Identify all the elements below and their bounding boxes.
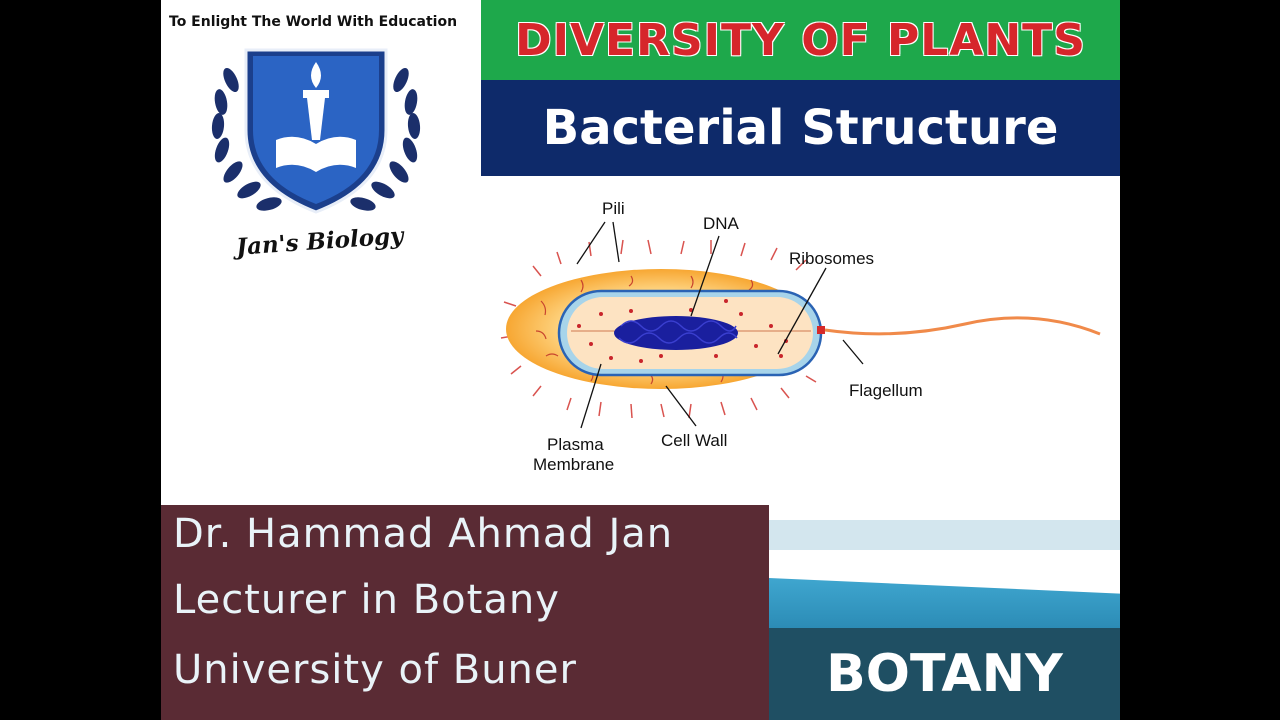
jans-biology-logo-emblem [211, 48, 421, 214]
decor-blue-wedge [769, 578, 1120, 630]
author-institution: University of Buner [173, 647, 577, 693]
label-plasma-membrane-line2: Membrane [533, 455, 614, 474]
label-flagellum: Flagellum [849, 381, 923, 400]
label-plasma-membrane-line1: Plasma [547, 435, 604, 454]
author-box: Dr. Hammad Ahmad Jan Lecturer in Botany … [161, 505, 769, 720]
subject-label: BOTANY [826, 644, 1063, 704]
torch-icon [303, 62, 329, 140]
book-icon [276, 136, 356, 172]
flagellum-shape [824, 316, 1101, 336]
tagline: To Enlight The World With Education [169, 14, 458, 30]
decor-stripe-light [769, 520, 1120, 550]
dna-shape [614, 316, 738, 350]
subject-band: BOTANY [769, 628, 1120, 720]
label-ribosomes: Ribosomes [789, 249, 874, 268]
bacterial-structure-diagram: Pili DNA Ribosomes Flagellum Plasma Memb… [500, 199, 1101, 474]
slide-subtitle: Bacterial Structure [542, 100, 1059, 156]
laurel-wreath-icon [211, 67, 421, 211]
title-band: DIVERSITY OF PLANTS [481, 0, 1120, 80]
slide-title: DIVERSITY OF PLANTS [515, 14, 1086, 66]
label-cell-wall: Cell Wall [661, 431, 727, 450]
label-dna: DNA [703, 214, 740, 233]
label-pili: Pili [602, 199, 625, 218]
logo-area: To Enlight The World With Education [161, 0, 481, 290]
author-name: Dr. Hammad Ahmad Jan [173, 511, 674, 557]
decor-stripe-white [769, 550, 1120, 578]
subtitle-band: Bacterial Structure [481, 80, 1120, 176]
dna-coil [618, 320, 738, 344]
ribosome-dots [577, 299, 788, 363]
leader-lines [576, 221, 864, 429]
slide: To Enlight The World With Education [161, 0, 1120, 720]
author-position: Lecturer in Botany [173, 577, 560, 623]
